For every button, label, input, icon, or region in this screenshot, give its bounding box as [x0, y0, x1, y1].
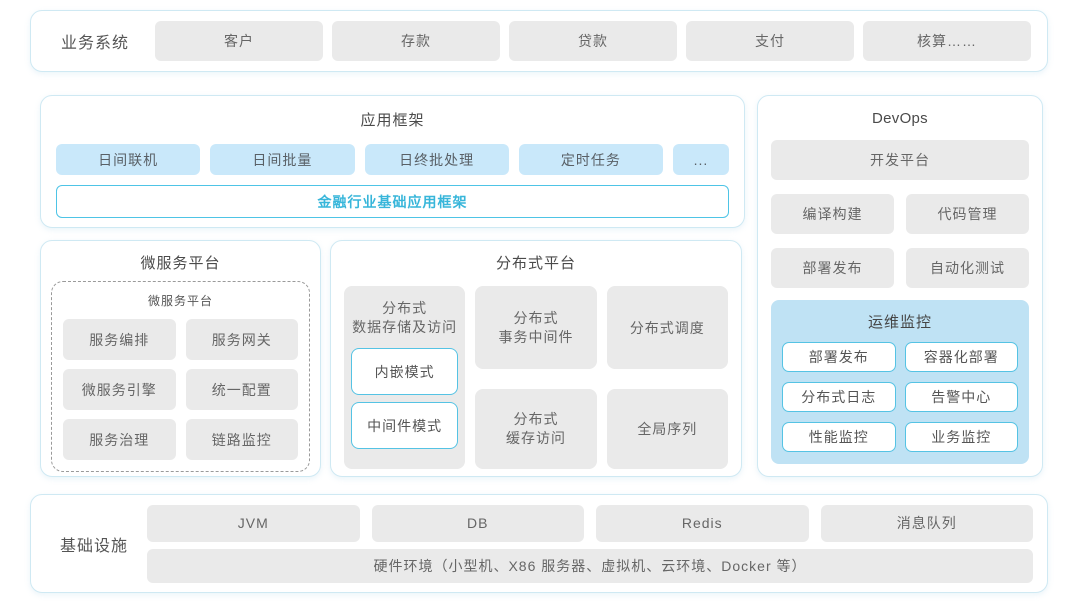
infra-item-redis: Redis	[596, 504, 809, 542]
infra-item-db: DB	[371, 504, 584, 542]
micro-item-service-governance: 服务治理	[63, 419, 176, 460]
ops-item-performance-monitor: 性能监控	[782, 422, 896, 452]
microservice-dashed-box: 微服务平台 服务编排 服务网关 微服务引擎 统一配置 服务治理 链路监控	[51, 281, 310, 472]
devops-title: DevOps	[872, 110, 928, 127]
micro-item-microservice-engine: 微服务引擎	[63, 369, 176, 410]
micro-item-trace-monitoring: 链路监控	[185, 419, 298, 460]
app-item-daytime-batch: 日间批量	[210, 144, 355, 175]
micro-item-service-gateway: 服务网关	[185, 319, 298, 360]
middleware-mode-box: 中间件模式	[351, 402, 459, 449]
devops-items: 编译构建 代码管理 部署发布 自动化测试	[771, 194, 1029, 288]
app-item-daytime-online: 日间联机	[56, 144, 201, 175]
microservice-platform-section: 微服务平台 微服务平台 服务编排 服务网关 微服务引擎 统一配置 服务治理 链路…	[40, 240, 321, 477]
business-item-payment: 支付	[686, 21, 854, 61]
app-framework-items: 日间联机 日间批量 日终批处理 定时任务 ...	[56, 144, 729, 175]
business-item-accounting: 核算……	[863, 21, 1031, 61]
app-item-scheduled-task: 定时任务	[518, 144, 663, 175]
ops-monitoring-items: 部署发布 容器化部署 分布式日志 告警中心 性能监控 业务监控	[782, 342, 1018, 452]
distributed-data-storage-label: 分布式 数据存储及访问	[352, 300, 458, 335]
ops-monitoring-title: 运维监控	[867, 314, 932, 331]
distributed-transaction-middleware: 分布式 事务中间件	[475, 286, 597, 369]
business-systems-items: 客户 存款 贷款 支付 核算……	[155, 21, 1031, 61]
microservice-inner-title: 微服务平台	[147, 294, 213, 308]
infrastructure-items: JVM DB Redis 消息队列	[147, 504, 1033, 542]
infra-item-jvm: JVM	[147, 504, 360, 542]
dev-platform-box: 开发平台	[771, 140, 1029, 180]
global-sequence: 全局序列	[606, 389, 728, 469]
business-systems-label: 业务系统	[60, 35, 129, 52]
distributed-col-middle: 分布式 事务中间件 分布式 缓存访问	[475, 286, 597, 469]
business-systems-section: 业务系统 客户 存款 贷款 支付 核算……	[30, 10, 1048, 72]
distributed-data-storage-box: 分布式 数据存储及访问 内嵌模式 中间件模式	[344, 286, 466, 469]
microservice-items: 服务编排 服务网关 微服务引擎 统一配置 服务治理 链路监控	[63, 319, 298, 460]
embedded-mode-box: 内嵌模式	[351, 348, 459, 395]
ops-monitoring-box: 运维监控 部署发布 容器化部署 分布式日志 告警中心 性能监控 业务监控	[771, 300, 1029, 464]
devops-item-build: 编译构建	[771, 194, 894, 234]
distributed-platform-title: 分布式平台	[495, 255, 576, 272]
ops-item-alert-center: 告警中心	[904, 382, 1018, 412]
micro-item-service-orchestration: 服务编排	[63, 319, 176, 360]
distributed-cache-access: 分布式 缓存访问	[475, 389, 597, 469]
devops-item-auto-test: 自动化测试	[906, 248, 1029, 288]
infrastructure-content: JVM DB Redis 消息队列 硬件环境（小型机、X86 服务器、虚拟机、云…	[147, 504, 1033, 583]
app-item-ellipsis: ...	[673, 144, 729, 175]
finance-base-framework: 金融行业基础应用框架	[56, 185, 729, 218]
hardware-env-box: 硬件环境（小型机、X86 服务器、虚拟机、云环境、Docker 等）	[147, 548, 1033, 583]
microservice-platform-title: 微服务平台	[140, 255, 221, 272]
devops-item-code-mgmt: 代码管理	[906, 194, 1029, 234]
devops-section: DevOps 开发平台 编译构建 代码管理 部署发布 自动化测试 运维监控 部署…	[757, 95, 1043, 477]
distributed-platform-content: 分布式 数据存储及访问 内嵌模式 中间件模式 分布式 事务中间件 分布式 缓存访…	[344, 286, 728, 469]
ops-item-deploy-release: 部署发布	[782, 342, 896, 372]
infra-item-mq: 消息队列	[820, 504, 1033, 542]
devops-item-deploy-release: 部署发布	[771, 248, 894, 288]
ops-item-business-monitor: 业务监控	[904, 422, 1018, 452]
hardware-env-row: 硬件环境（小型机、X86 服务器、虚拟机、云环境、Docker 等）	[147, 548, 1033, 583]
infrastructure-label: 基础设施	[59, 537, 128, 555]
distributed-col-storage: 分布式 数据存储及访问 内嵌模式 中间件模式	[344, 286, 466, 469]
app-framework-section: 应用框架 日间联机 日间批量 日终批处理 定时任务 ... 金融行业基础应用框架	[40, 95, 745, 228]
app-framework-title: 应用框架	[360, 112, 425, 129]
distributed-scheduling: 分布式调度	[606, 286, 728, 369]
distributed-col-right: 分布式调度 全局序列	[606, 286, 728, 469]
business-item-customer: 客户	[155, 21, 323, 61]
distributed-platform-section: 分布式平台 分布式 数据存储及访问 内嵌模式 中间件模式 分布式 事务中间件 分…	[330, 240, 742, 477]
business-item-loan: 贷款	[509, 21, 677, 61]
infrastructure-section: 基础设施 JVM DB Redis 消息队列 硬件环境（小型机、X86 服务器、…	[30, 494, 1048, 593]
business-item-deposit: 存款	[332, 21, 500, 61]
ops-item-container-deploy: 容器化部署	[904, 342, 1018, 372]
ops-item-distributed-log: 分布式日志	[782, 382, 896, 412]
micro-item-unified-config: 统一配置	[185, 369, 298, 410]
app-item-eod-batch: 日终批处理	[364, 144, 509, 175]
